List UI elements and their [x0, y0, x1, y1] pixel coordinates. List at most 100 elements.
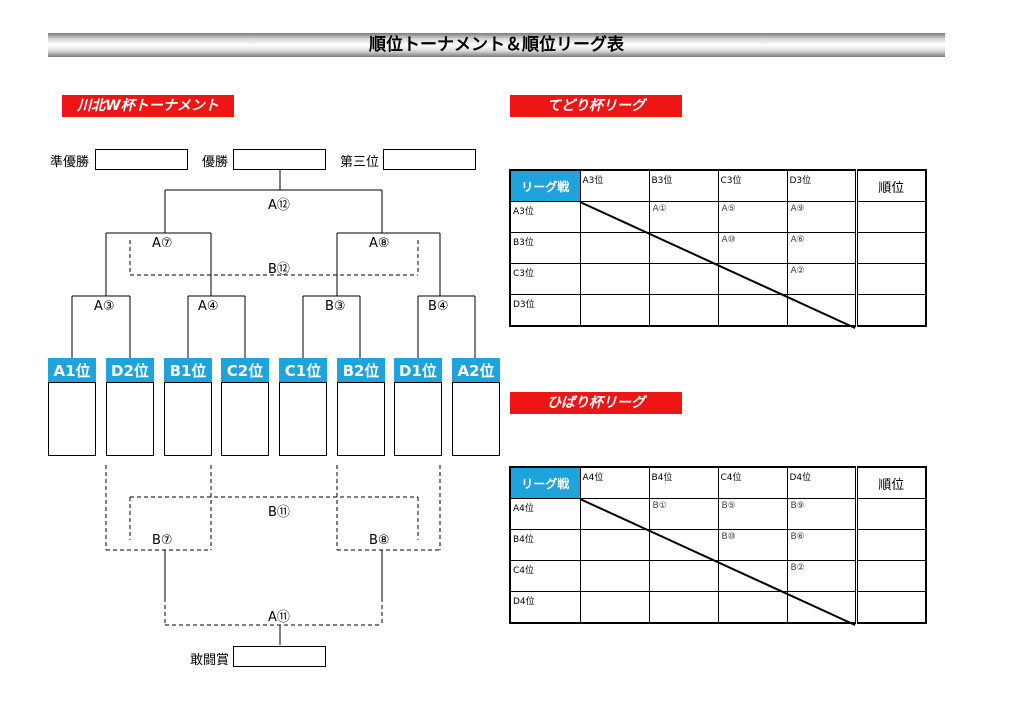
league-cell[interactable] [579, 201, 650, 233]
row-header: A3位 [513, 207, 534, 217]
team-header: A1位 [48, 358, 96, 382]
league1-table: リーグ戦 A3位 B3位 C3位 D3位 順位 A3位 A① A⑤ A⑨ B3位… [509, 169, 927, 327]
league-cell[interactable] [579, 529, 650, 561]
col-header: D3位 [789, 176, 812, 186]
row-header: D3位 [513, 300, 535, 310]
col-header: C3位 [720, 176, 742, 186]
rank-cell[interactable] [854, 263, 927, 295]
league-cell[interactable]: B② [786, 560, 857, 592]
match-label: A⑧ [369, 236, 390, 251]
match-label: B⑪ [268, 505, 290, 520]
league-cell[interactable] [648, 294, 719, 327]
league-cell[interactable] [648, 591, 719, 624]
team-box[interactable] [48, 382, 96, 456]
league-cell[interactable] [648, 529, 719, 561]
team-header: D2位 [106, 358, 154, 382]
league-cell[interactable] [717, 591, 788, 624]
rank-header: 順位 [854, 466, 927, 499]
team-header: C2位 [221, 358, 269, 382]
league-cell[interactable]: B⑩ [717, 529, 788, 561]
league-cell[interactable] [579, 498, 650, 530]
rank-cell[interactable] [854, 498, 927, 530]
league-cell[interactable]: A⑩ [717, 232, 788, 264]
team-box[interactable] [106, 382, 154, 456]
team-box[interactable] [221, 382, 269, 456]
team-box[interactable] [279, 382, 327, 456]
fighting-spirit-box[interactable] [233, 646, 326, 667]
team-header: C1位 [279, 358, 327, 382]
col-header: D4位 [789, 473, 812, 483]
winner-label: 優勝 [202, 155, 229, 170]
runner-up-box[interactable] [95, 149, 188, 170]
league-cell[interactable]: A① [648, 201, 719, 233]
league-cell[interactable] [717, 263, 788, 295]
team-box[interactable] [394, 382, 442, 456]
league2-label: ひばり杯リーグ [510, 392, 682, 414]
team-column: C2位 [221, 358, 269, 456]
rank-header: 順位 [854, 169, 927, 202]
row-header: C4位 [513, 566, 535, 576]
league-cell[interactable]: A⑤ [717, 201, 788, 233]
league-cell[interactable]: B⑨ [786, 498, 857, 530]
rank-cell[interactable] [854, 560, 927, 592]
team-header: A2位 [452, 358, 500, 382]
league-cell[interactable]: B① [648, 498, 719, 530]
tournament-label: 川北W杯トーナメント [62, 95, 234, 117]
league-cell[interactable] [717, 294, 788, 327]
league-cell[interactable] [648, 263, 719, 295]
team-header: D1位 [394, 358, 442, 382]
league-cell[interactable]: B⑤ [717, 498, 788, 530]
row-header: B4位 [513, 535, 534, 545]
third-place-box[interactable] [383, 149, 476, 170]
league-cell[interactable]: B⑥ [786, 529, 857, 561]
league-cell[interactable] [648, 232, 719, 264]
rank-cell[interactable] [854, 201, 927, 233]
team-column: B1位 [164, 358, 212, 456]
team-box[interactable] [164, 382, 212, 456]
league-cell[interactable] [579, 560, 650, 592]
team-column: C1位 [279, 358, 327, 456]
match-label: A④ [198, 299, 219, 314]
league-cell[interactable]: A⑨ [786, 201, 857, 233]
league-cell[interactable] [579, 591, 650, 624]
winner-box[interactable] [233, 149, 326, 170]
team-header: B1位 [164, 358, 212, 382]
league-cell[interactable] [579, 232, 650, 264]
team-column: A1位 [48, 358, 96, 456]
team-column: A2位 [452, 358, 500, 456]
col-header: A3位 [582, 176, 604, 186]
team-column: B2位 [337, 358, 385, 456]
col-header: B3位 [651, 176, 673, 186]
match-label: A⑦ [152, 236, 173, 251]
row-header: C3位 [513, 269, 535, 279]
league-cell[interactable] [717, 560, 788, 592]
row-header: D4位 [513, 597, 535, 607]
rank-cell[interactable] [854, 591, 927, 624]
rank-cell[interactable] [854, 294, 927, 327]
page-title: 順位トーナメント＆順位リーグ表 [48, 33, 945, 57]
league-cell[interactable] [579, 263, 650, 295]
third-place-label: 第三位 [340, 155, 380, 170]
row-header: A4位 [513, 504, 534, 514]
team-box[interactable] [452, 382, 500, 456]
match-label: B⑦ [152, 533, 173, 548]
league-cell[interactable]: A② [786, 263, 857, 295]
team-header: B2位 [337, 358, 385, 382]
league-cell[interactable]: A⑥ [786, 232, 857, 264]
league-corner: リーグ戦 [509, 466, 581, 499]
league-cell[interactable] [648, 560, 719, 592]
rank-cell[interactable] [854, 232, 927, 264]
league-cell[interactable] [786, 591, 857, 624]
team-box[interactable] [337, 382, 385, 456]
league-cell[interactable] [579, 294, 650, 327]
match-label: B③ [325, 299, 346, 314]
rank-cell[interactable] [854, 529, 927, 561]
col-header: C4位 [720, 473, 742, 483]
league-cell[interactable] [786, 294, 857, 327]
match-label: B⑧ [369, 533, 390, 548]
team-column: D2位 [106, 358, 154, 456]
match-label: B⑫ [268, 262, 290, 277]
team-column: D1位 [394, 358, 442, 456]
col-header: A4位 [582, 473, 604, 483]
col-header: B4位 [651, 473, 673, 483]
